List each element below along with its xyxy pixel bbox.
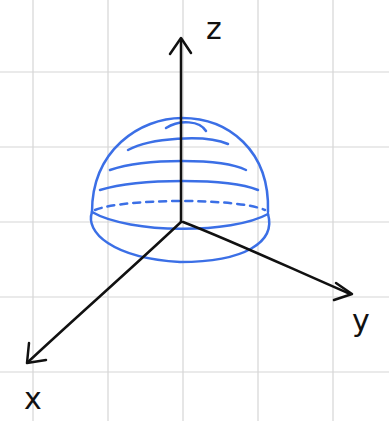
axis-label: z bbox=[206, 14, 222, 44]
axis-label: y bbox=[352, 306, 370, 336]
axis-label: x bbox=[24, 384, 42, 414]
axes bbox=[27, 38, 352, 363]
